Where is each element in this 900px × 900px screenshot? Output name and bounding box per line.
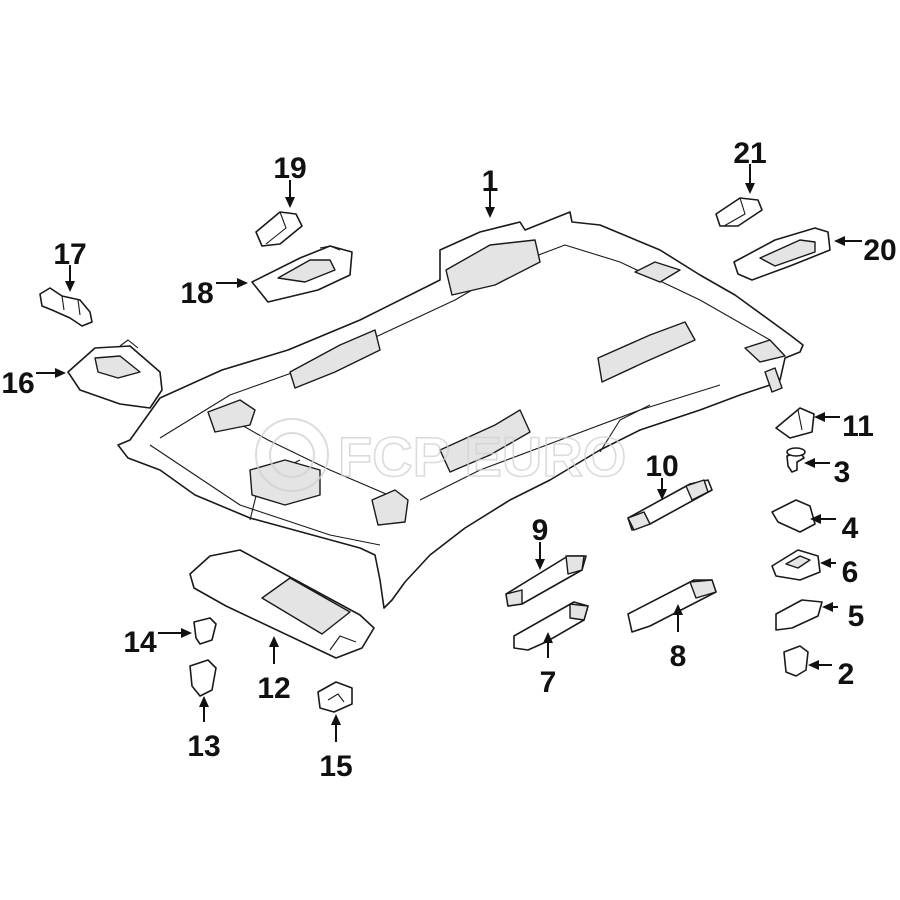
sun-visor-12-part: [189, 549, 375, 659]
push-pin-3-part: [786, 447, 806, 473]
callout-16: 16: [1, 367, 66, 400]
callout-2-arrow-icon: [808, 660, 819, 670]
callout-12-arrow-icon: [269, 636, 279, 647]
callout-14-arrow-icon: [181, 628, 192, 638]
headliner-part: [117, 211, 804, 609]
callout-16-label: 16: [1, 367, 34, 400]
bracket-6-part: [771, 549, 821, 581]
callout-17-arrow-icon: [65, 281, 75, 292]
callout-1: 1: [482, 165, 499, 218]
callout-5-label: 5: [848, 600, 865, 633]
callout-9: 9: [532, 514, 549, 570]
callout-7: 7: [540, 632, 557, 699]
visor-cover-15-part: [317, 681, 353, 713]
callout-18-label: 18: [180, 277, 213, 310]
callout-3: 3: [804, 456, 850, 489]
callout-17-label: 17: [53, 238, 86, 271]
callout-21-arrow-icon: [745, 183, 755, 194]
bracket-clip-4-part: [771, 499, 816, 533]
callout-12-label: 12: [257, 672, 290, 705]
callout-2: 2: [808, 658, 854, 691]
callout-19: 19: [273, 152, 307, 208]
callout-2-label: 2: [838, 658, 855, 691]
callout-13: 13: [187, 696, 221, 763]
callout-21: 21: [733, 137, 767, 194]
callout-8: 8: [670, 604, 687, 673]
callout-4-label: 4: [842, 512, 859, 545]
retainer-clip-2-part: [783, 645, 809, 677]
callout-10-arrow-icon: [657, 489, 667, 500]
callout-14: 14: [123, 626, 192, 659]
grab-handle-9-part: [505, 555, 587, 607]
callout-20-arrow-icon: [834, 236, 845, 246]
callout-7-arrow-icon: [543, 632, 553, 643]
callout-10: 10: [645, 450, 679, 500]
callout-19-arrow-icon: [285, 197, 295, 208]
callout-3-label: 3: [834, 456, 851, 489]
callout-1-arrow-icon: [485, 207, 495, 218]
pad-5-part: [775, 599, 823, 631]
visor-clip-14-part: [193, 617, 217, 645]
callout-18-arrow-icon: [237, 278, 248, 288]
grab-handle-7-part: [513, 601, 589, 651]
callout-16-arrow-icon: [55, 368, 66, 378]
callout-9-arrow-icon: [535, 559, 545, 570]
callout-15-arrow-icon: [331, 714, 341, 725]
callout-6-arrow-icon: [820, 558, 831, 568]
callout-14-label: 14: [123, 626, 157, 659]
callout-20: 20: [834, 234, 897, 267]
callout-11-arrow-icon: [814, 412, 825, 422]
callout-9-label: 9: [532, 514, 549, 547]
visor-bracket-13-part: [189, 659, 217, 697]
callout-3-arrow-icon: [804, 458, 815, 468]
callout-18: 18: [180, 277, 248, 310]
callout-4-arrow-icon: [810, 514, 821, 524]
callout-5: 5: [822, 600, 864, 633]
callout-13-label: 13: [187, 730, 220, 763]
callout-10-label: 10: [645, 450, 678, 483]
callout-8-arrow-icon: [673, 604, 683, 615]
callout-19-label: 19: [273, 152, 306, 185]
map-lamp-18-part: [251, 245, 353, 303]
bulb-21-part: [715, 197, 763, 227]
callout-15-label: 15: [319, 750, 352, 783]
grab-handle-10-part: [627, 479, 713, 531]
callout-1-label: 1: [482, 165, 499, 198]
callout-20-label: 20: [863, 234, 896, 267]
bulb-17-part: [39, 287, 93, 327]
callout-6-label: 6: [842, 556, 859, 589]
callout-13-arrow-icon: [199, 696, 209, 707]
callout-17: 17: [53, 238, 87, 292]
clip-11-part: [775, 407, 815, 439]
callout-11-label: 11: [842, 410, 874, 443]
watermark-logo: FCP EURO: [255, 418, 627, 492]
watermark-text: FCP EURO: [338, 425, 626, 488]
bulb-19-part: [255, 211, 303, 247]
callout-12: 12: [257, 636, 291, 705]
callout-6: 6: [820, 556, 858, 589]
rear-lamp-20-part: [733, 227, 831, 281]
grab-handle-8-part: [627, 579, 717, 633]
callout-11: 11: [814, 410, 874, 443]
callout-5-arrow-icon: [822, 602, 833, 612]
dome-lamp-16-part: [67, 339, 163, 409]
callout-21-label: 21: [733, 137, 766, 170]
callout-4: 4: [810, 512, 859, 545]
callout-15: 15: [319, 714, 353, 783]
callout-8-label: 8: [670, 640, 687, 673]
callout-7-label: 7: [540, 666, 557, 699]
